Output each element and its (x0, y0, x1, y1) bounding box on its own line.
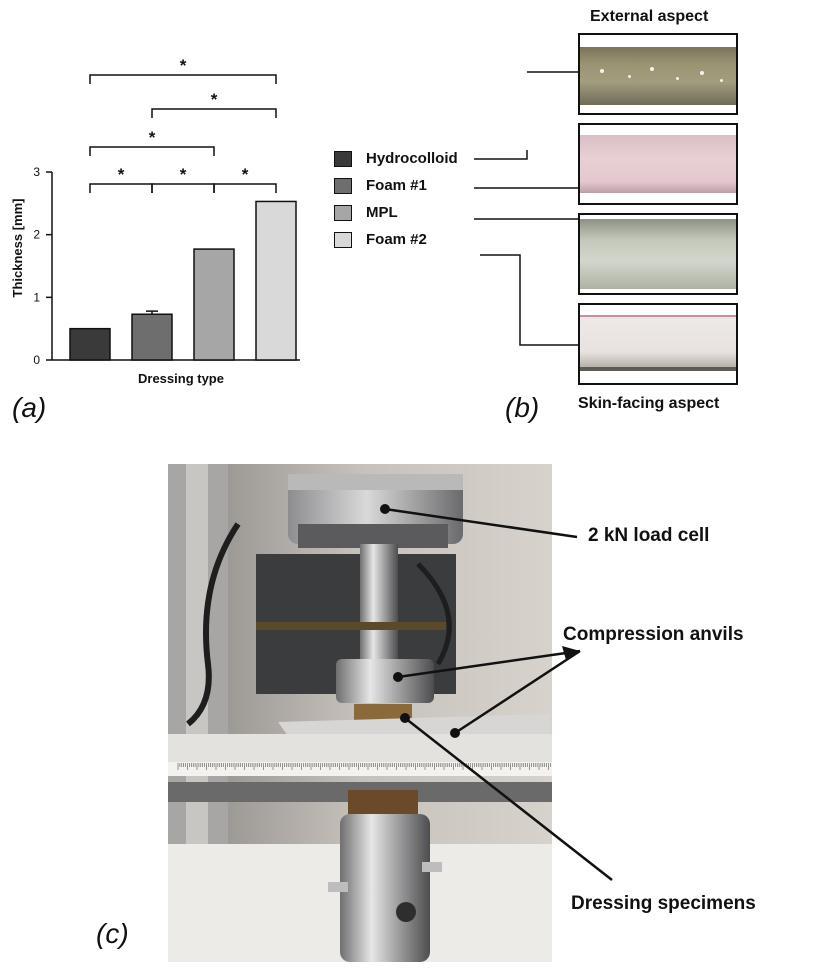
y-tick-label: 1 (33, 290, 40, 304)
connector-foam2 (480, 254, 580, 346)
significance-star: * (118, 165, 125, 184)
bar-mpl (193, 248, 235, 361)
sample-image-foam1 (578, 123, 738, 205)
legend-item: Foam #1 (334, 177, 427, 194)
bar-hydrocolloid (69, 327, 111, 361)
legend-item: Hydrocolloid (334, 150, 458, 167)
significance-star: * (180, 165, 187, 184)
y-tick-label: 2 (33, 228, 40, 242)
connector-hydrocolloid (474, 150, 528, 160)
legend-label: MPL (366, 204, 398, 221)
panel-label-b: (b) (505, 392, 540, 423)
panel-label-c: (c) (96, 918, 129, 949)
x-axis-title: Dressing type (138, 371, 224, 386)
external-aspect-label: External aspect (590, 8, 709, 25)
compression-anvils-label: Compression anvils (563, 624, 744, 645)
anvil-arrow-head (562, 646, 580, 660)
legend-label: Hydrocolloid (366, 150, 458, 167)
y-axis-title: Thickness [mm] (10, 199, 25, 298)
legend-item: MPL (334, 204, 398, 221)
legend-label: Foam #2 (366, 231, 427, 248)
dressing-specimens-label: Dressing specimens (571, 893, 756, 914)
y-tick-label: 0 (33, 353, 40, 367)
significance-star: * (180, 56, 187, 75)
test-rig-photo: 2019181716151413121110987654321012345678… (168, 464, 552, 962)
legend-swatch (334, 231, 352, 248)
bar-foam-1 (131, 313, 173, 361)
thickness-bar-chart: Thickness [mm] 0 1 2 3 * * * * * * Dressing type (10, 56, 300, 386)
legend-swatch (334, 204, 352, 221)
significance-bracket (89, 74, 277, 84)
connector-top (527, 71, 580, 73)
skin-facing-aspect-label: Skin-facing aspect (578, 395, 720, 412)
sample-image-mpl (578, 213, 738, 295)
legend-label: Foam #1 (366, 177, 427, 194)
panel-label-a: (a) (12, 392, 47, 423)
sample-image-hydrocolloid (578, 33, 738, 115)
significance-star: * (149, 128, 156, 147)
y-tick-label: 3 (33, 165, 40, 179)
connector-lines (474, 150, 580, 346)
significance-bracket (151, 108, 277, 118)
significance-star: * (211, 90, 218, 109)
legend-swatch (334, 150, 352, 167)
legend-swatch (334, 177, 352, 194)
test-rig-illustration: 2019181716151413121110987654321012345678… (168, 464, 552, 962)
significance-bracket (89, 183, 153, 193)
significance-bracket (89, 146, 215, 156)
significance-bracket (151, 183, 215, 193)
significance-bracket (213, 183, 277, 193)
bar-foam-2 (255, 200, 297, 361)
legend-item: Foam #2 (334, 231, 427, 248)
load-cell-label: 2 kN load cell (588, 525, 710, 546)
error-bar (146, 310, 158, 315)
sample-image-foam2 (578, 303, 738, 385)
significance-star: * (242, 165, 249, 184)
